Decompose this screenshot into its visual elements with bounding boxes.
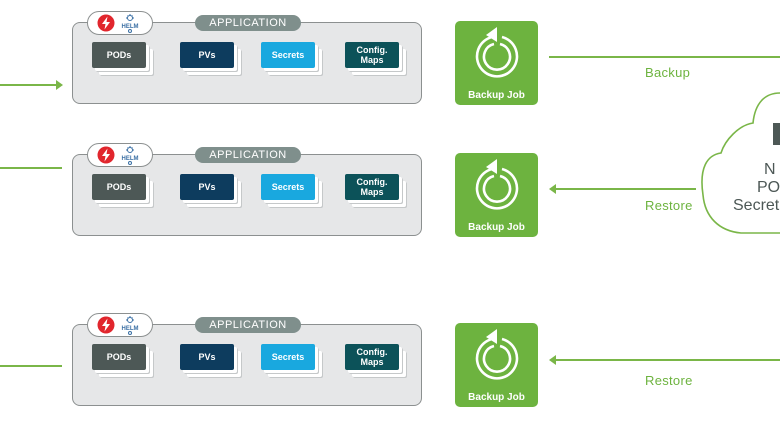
restore-connector bbox=[554, 359, 780, 361]
lightning-icon bbox=[97, 146, 115, 164]
circular-arrow-icon bbox=[475, 159, 519, 210]
application-label: APPLICATION bbox=[195, 147, 301, 163]
backup-connector bbox=[549, 56, 780, 58]
helm-wheel-icon: HELM bbox=[122, 316, 139, 335]
resource-secrets: Secrets bbox=[261, 344, 315, 370]
application-label: APPLICATION bbox=[195, 15, 301, 31]
resource-secrets: Secrets bbox=[261, 42, 315, 68]
logo-pill: HELM bbox=[87, 143, 153, 167]
resource-pods: PODs bbox=[92, 174, 146, 200]
cloud-line-2: PO bbox=[757, 179, 780, 196]
inbound-connector bbox=[0, 167, 62, 169]
circular-arrow-icon bbox=[475, 329, 519, 380]
backup-job-label: Backup Job bbox=[468, 90, 525, 101]
lightning-icon bbox=[97, 14, 115, 32]
flow-label-restore: Restore bbox=[645, 373, 693, 388]
cloud-line-3: Secret bbox=[733, 197, 780, 214]
lightning-icon bbox=[97, 316, 115, 334]
backup-job: Backup Job bbox=[455, 153, 538, 237]
helm-wheel-icon: HELM bbox=[122, 146, 139, 165]
flow-label-backup: Backup bbox=[645, 65, 691, 80]
logo-pill: HELM bbox=[87, 11, 153, 35]
resource-pods: PODs bbox=[92, 42, 146, 68]
inbound-arrowhead bbox=[56, 80, 63, 90]
cloud-shape bbox=[701, 92, 780, 234]
resource-pvs: PVs bbox=[180, 174, 234, 200]
inbound-connector bbox=[0, 365, 62, 367]
resource-pods: PODs bbox=[92, 344, 146, 370]
resource-config-maps: Config. Maps bbox=[345, 42, 399, 68]
application-label: APPLICATION bbox=[195, 317, 301, 333]
application-box: HELM APPLICATION PODs PVs Secrets Config… bbox=[72, 143, 422, 236]
resource-config-maps: Config. Maps bbox=[345, 174, 399, 200]
svg-text:HELM: HELM bbox=[122, 24, 139, 30]
backup-job-label: Backup Job bbox=[468, 392, 525, 403]
storage-icon bbox=[773, 123, 780, 145]
flow-label-restore: Restore bbox=[645, 198, 693, 213]
helm-wheel-icon: HELM bbox=[122, 14, 139, 33]
cloud-line-1: N bbox=[764, 161, 776, 178]
svg-text:HELM: HELM bbox=[122, 326, 139, 332]
circular-arrow-icon bbox=[475, 27, 519, 78]
restore-arrowhead bbox=[549, 355, 556, 365]
backup-job: Backup Job bbox=[455, 323, 538, 407]
resource-secrets: Secrets bbox=[261, 174, 315, 200]
application-box: HELM APPLICATION PODs PVs Secrets Config… bbox=[72, 11, 422, 104]
inbound-connector bbox=[0, 84, 58, 86]
resource-config-maps: Config. Maps bbox=[345, 344, 399, 370]
svg-text:HELM: HELM bbox=[122, 156, 139, 162]
application-box: HELM APPLICATION PODs PVs Secrets Config… bbox=[72, 313, 422, 406]
resource-pvs: PVs bbox=[180, 344, 234, 370]
restore-connector bbox=[554, 188, 696, 190]
restore-arrowhead bbox=[549, 184, 556, 194]
backup-job: Backup Job bbox=[455, 21, 538, 105]
resource-pvs: PVs bbox=[180, 42, 234, 68]
logo-pill: HELM bbox=[87, 313, 153, 337]
backup-job-label: Backup Job bbox=[468, 222, 525, 233]
